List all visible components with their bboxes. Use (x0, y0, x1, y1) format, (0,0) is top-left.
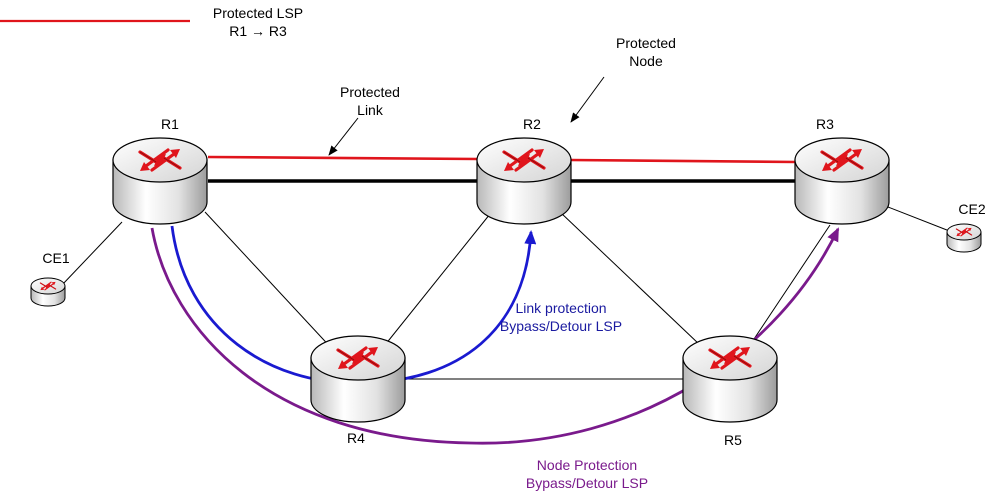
protected-node-label-line2: Node (629, 53, 663, 69)
link-r1-r4 (204, 211, 336, 353)
link-r2-r5 (559, 211, 701, 346)
node-protection-label-line1: Node Protection (536, 457, 638, 473)
node-protection-bypass-lsp (150, 227, 840, 445)
protected-link-pointer (328, 117, 359, 156)
node-protection-label-line2: Bypass/Detour LSP (525, 475, 649, 491)
protected-node-label-line1: Protected (616, 35, 676, 51)
link-r2-r4 (384, 213, 491, 346)
node-label-r3: R3 (816, 116, 834, 132)
ce1-router-icon (30, 277, 66, 307)
router-r4-icon (310, 335, 406, 423)
node-label-r4: R4 (347, 430, 365, 446)
protected-link-label-line2: Link (357, 102, 383, 118)
router-r3-icon (794, 137, 890, 225)
protected-node-pointer (570, 76, 605, 123)
legend-route: R1 → R3 (229, 23, 287, 39)
protected-lsp-path (207, 155, 797, 164)
router-r1-icon (112, 137, 208, 225)
node-label-r1: R1 (161, 116, 179, 132)
node-label-ce2: CE2 (958, 201, 986, 217)
link-protection-label-line2: Bypass/Detour LSP (499, 318, 623, 334)
router-r2-icon (476, 137, 572, 225)
thin-links (61, 206, 953, 380)
node-label-r5: R5 (724, 432, 742, 448)
lsp-r2-r3 (569, 158, 797, 164)
protected-link-label-line1: Protected (340, 84, 400, 100)
ce2-router-icon (946, 223, 982, 253)
lsp-r1-r2 (207, 155, 479, 161)
link-protection-label-line1: Link protection (515, 300, 607, 316)
node-label-ce1: CE1 (42, 250, 70, 266)
router-r5-icon (682, 335, 778, 423)
link-r1-ce1 (61, 221, 123, 286)
legend-label: Protected LSP (212, 5, 304, 21)
node-label-r2: R2 (523, 116, 541, 132)
link-r3-ce2 (887, 206, 953, 233)
link-r5-r3 (749, 224, 831, 346)
